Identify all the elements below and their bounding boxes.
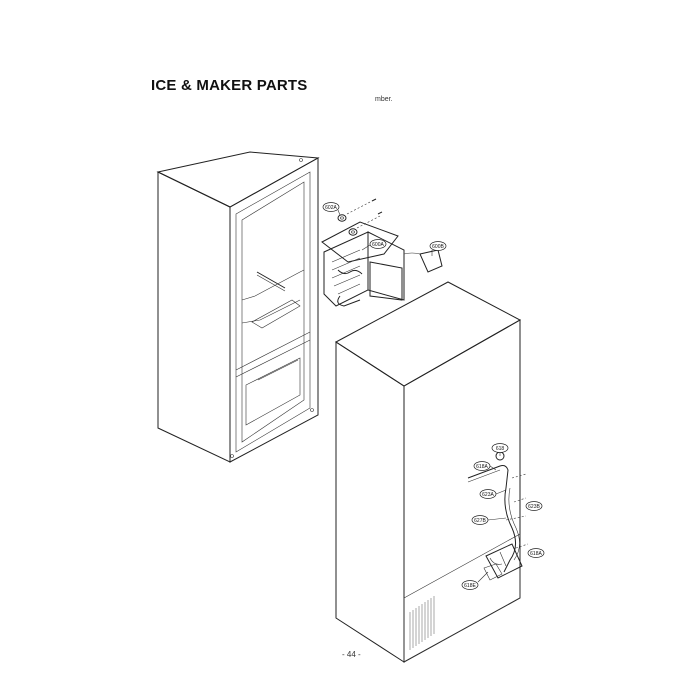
svg-text:618A: 618A bbox=[476, 464, 488, 470]
svg-text:602A: 602A bbox=[325, 205, 337, 211]
page-title: ICE & MAKER PARTS bbox=[151, 77, 308, 94]
page-number: - 44 - bbox=[342, 650, 361, 659]
svg-text:600A: 600A bbox=[372, 242, 384, 248]
callout-600b: 600B bbox=[429, 241, 447, 256]
callout-623b: 623B bbox=[525, 501, 543, 511]
callout-623a: 623A bbox=[479, 489, 507, 499]
svg-text:618A: 618A bbox=[530, 551, 542, 557]
callout-618a-top: 618A bbox=[473, 461, 497, 471]
callout-618e: 618E bbox=[461, 571, 489, 590]
svg-text:623A: 623A bbox=[482, 492, 494, 498]
refrigerator-cabinet-rear bbox=[335, 281, 529, 663]
callout-600a: 600A bbox=[361, 239, 387, 251]
svg-text:627B: 627B bbox=[474, 518, 486, 524]
callout-627b: 627B bbox=[471, 515, 507, 525]
ice-maker-assembly bbox=[321, 198, 443, 307]
svg-text:618E: 618E bbox=[464, 583, 476, 589]
refrigerator-cabinet-front bbox=[156, 151, 320, 463]
svg-text:600B: 600B bbox=[432, 244, 444, 250]
callout-602a: 602A bbox=[322, 202, 341, 216]
callout-618: 618 bbox=[491, 443, 509, 456]
callout-618a-low: 618A bbox=[527, 548, 545, 558]
svg-text:618: 618 bbox=[496, 446, 505, 452]
svg-text:623B: 623B bbox=[528, 504, 540, 510]
header-note: mber. bbox=[375, 96, 393, 103]
